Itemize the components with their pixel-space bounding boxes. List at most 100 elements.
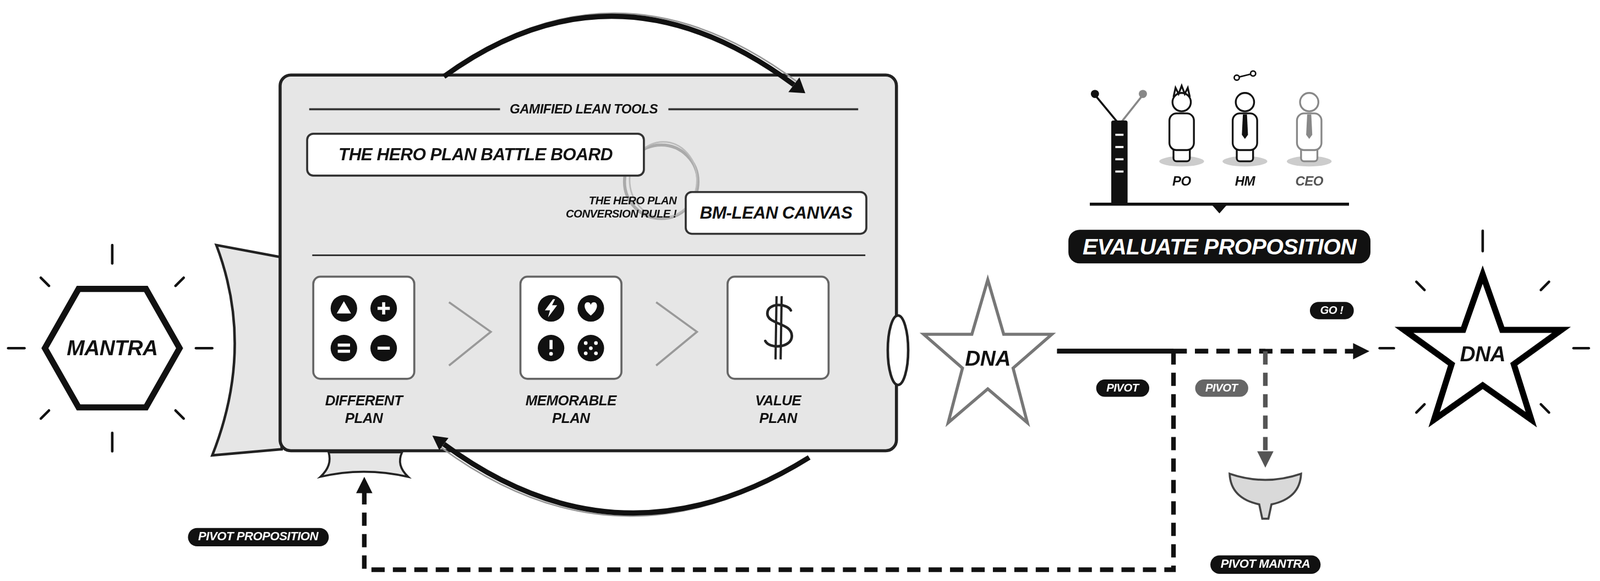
antenna-arm (1094, 94, 1119, 125)
person-po (1159, 85, 1205, 167)
dollar-symbol (780, 296, 782, 360)
label: HM (1235, 173, 1255, 190)
minus-symbol (377, 346, 390, 350)
equals-symbol (337, 343, 351, 347)
node-text: DIFFERENT PLAN (325, 391, 403, 427)
cycle-arrowhead (788, 77, 806, 94)
node-text: MANTRA (66, 335, 158, 361)
ray (1573, 346, 1589, 350)
plan-card: DIFFERENT PLAN (312, 275, 415, 380)
dice-pip (583, 351, 588, 356)
evaluate-pill: EVALUATE PROPOSITION (1068, 229, 1371, 264)
fish-tail (212, 244, 282, 456)
node-text: GAMIFIED LEAN TOOLS (509, 101, 658, 118)
ray (1541, 403, 1550, 413)
head (1172, 93, 1191, 112)
exclamation-symbol (549, 339, 553, 349)
icon-dot (537, 334, 565, 362)
ray (111, 432, 114, 451)
rule-line (309, 108, 500, 111)
dna-star: DNA (918, 275, 1058, 427)
label: PIVOT PROPOSITION (188, 527, 329, 546)
rung (1115, 145, 1124, 149)
node-text: DNA (1459, 342, 1506, 368)
triangle-symbol (336, 301, 352, 314)
node-text: BM-LEAN CANVAS (699, 202, 853, 223)
funnel (1229, 473, 1302, 519)
connector-line (1057, 348, 1174, 354)
plan-icon (728, 277, 828, 378)
ray (40, 410, 49, 419)
ray (1481, 230, 1485, 251)
equals-symbol (337, 349, 351, 353)
rung (1115, 133, 1124, 136)
cycle-arc (443, 443, 810, 513)
fish-eye (887, 315, 909, 385)
ray (1541, 281, 1550, 291)
plan-icon (521, 277, 621, 378)
node-text: MEMORABLE PLAN (525, 391, 617, 427)
dna-star: DNA (1369, 270, 1597, 424)
plus-symbol (381, 302, 386, 315)
tie (1306, 114, 1313, 139)
icon-dot (370, 334, 397, 362)
connector (1057, 342, 1370, 360)
person-ceo (1286, 93, 1332, 167)
hexagon (45, 288, 180, 408)
notch (1212, 205, 1227, 214)
ray (1416, 281, 1425, 291)
antenna-arm (1119, 94, 1144, 125)
dollar-symbol (775, 296, 777, 360)
gadget-dot (1233, 74, 1239, 80)
arrowhead (1352, 342, 1370, 360)
antenna-dot (1138, 89, 1148, 98)
rung (1115, 157, 1124, 161)
rule-line (667, 108, 859, 111)
ray (111, 244, 114, 264)
head (1235, 93, 1254, 112)
separator-line (312, 254, 866, 256)
mantra-hexagon: MANTRA (40, 284, 184, 412)
label: CEO (1295, 173, 1324, 190)
node-text: EVALUATE PROPOSITION (1082, 233, 1357, 260)
rung (1115, 170, 1124, 173)
star (923, 279, 1052, 423)
dice-pip (588, 346, 593, 351)
chevron (449, 302, 491, 366)
node-text: THE HERO PLAN BATTLE BOARD (338, 144, 613, 165)
body (1169, 113, 1194, 151)
gadget-dot (1250, 71, 1256, 76)
ray (1379, 346, 1395, 350)
person-hm (1222, 71, 1268, 167)
node-text: DNA (964, 346, 1011, 371)
cycle-arc (440, 446, 807, 516)
head (1300, 93, 1319, 112)
dice-pip (583, 341, 588, 346)
edge-label: PIVOT (1096, 379, 1150, 397)
icon-dot (330, 334, 358, 362)
ray (175, 410, 184, 419)
connector-line (1173, 348, 1266, 354)
edge-label: GO ! (1309, 301, 1354, 319)
pivot-funnel: PIVOT MANTRA (1193, 467, 1337, 576)
exclamation-symbol (549, 351, 554, 356)
fish-panel: GAMIFIED LEAN TOOLS THE HERO PLAN BATTLE … (278, 73, 898, 452)
arrowhead (1257, 450, 1274, 468)
plan-card: MEMORABLE PLAN (519, 275, 623, 380)
connector-line (1057, 348, 1174, 354)
edge-label: PIVOT (1194, 379, 1248, 397)
label: PO (1172, 173, 1192, 190)
ray (40, 277, 49, 286)
arrowhead (356, 476, 373, 494)
dice-pip (593, 341, 598, 346)
icon-dot (577, 295, 604, 322)
ray (175, 277, 184, 286)
icon-dot (537, 295, 565, 322)
icon-dot (577, 334, 604, 362)
antenna-post (1111, 120, 1128, 205)
dollar-symbol (765, 304, 793, 347)
dice-pip (593, 351, 598, 356)
cycle-arrowhead (432, 435, 449, 451)
